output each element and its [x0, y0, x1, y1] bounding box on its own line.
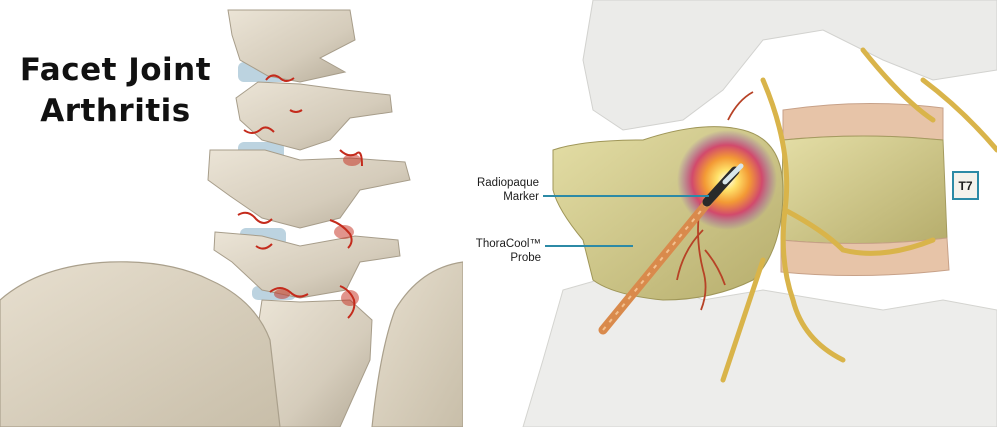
vertebra [236, 82, 392, 150]
probe-label-line-1: ThoraCool™ [476, 238, 541, 250]
vertebra [208, 150, 410, 228]
marker-label-line-1: Radiopaque [477, 177, 539, 189]
facet-joint-illustration-panel: Facet Joint Arthritis [0, 0, 463, 427]
vertebra-level-badge: T7 [952, 171, 979, 200]
pelvis-left [0, 262, 280, 427]
thoracool-probe-illustration-panel: Radiopaque Marker ThoraCool™ Probe T7 [463, 0, 997, 427]
title-line-1: Facet Joint [20, 52, 211, 88]
facet-joint-arthritis-title: Facet Joint Arthritis [8, 50, 223, 132]
vertebra-lower [523, 270, 997, 427]
thoracic-spine-illustration [463, 0, 997, 427]
thoracool-probe-label: ThoraCool™ Probe [463, 237, 541, 265]
title-line-2: Arthritis [40, 93, 190, 129]
vertebral-body-t7 [781, 136, 947, 244]
pelvis-right [372, 262, 463, 427]
radiopaque-marker-label: Radiopaque Marker [463, 176, 539, 204]
probe-label-line-2: Probe [510, 252, 541, 264]
vertebra [214, 232, 400, 298]
marker-label-line-2: Marker [503, 191, 539, 203]
